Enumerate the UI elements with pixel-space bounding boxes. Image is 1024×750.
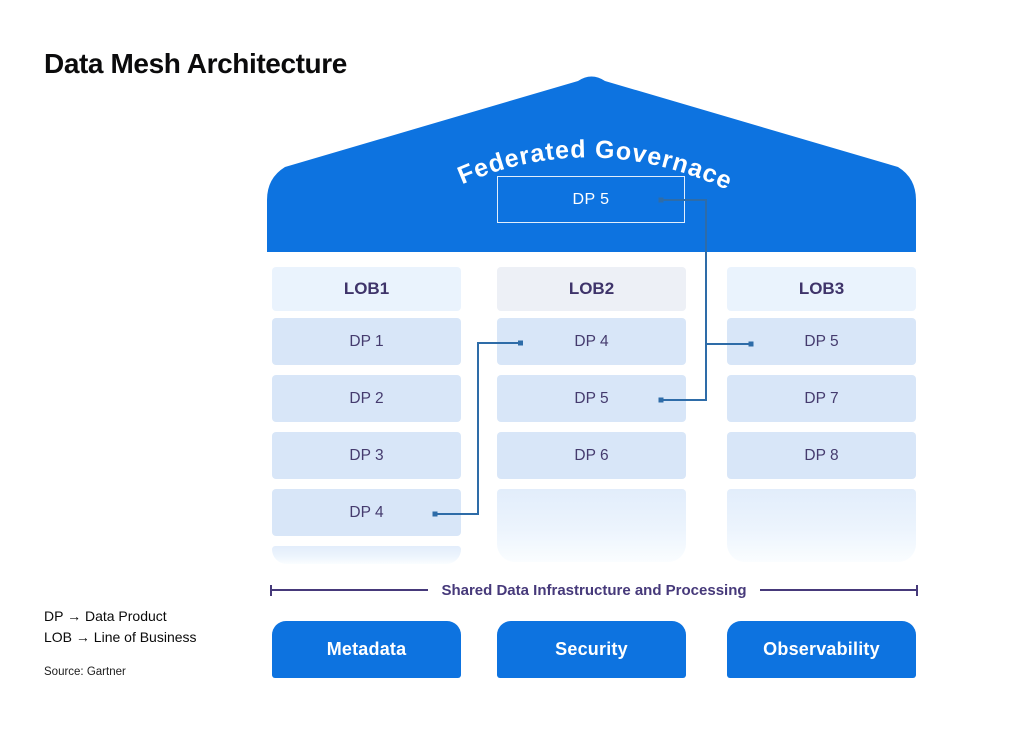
legend: DP → Data Product LOB → Line of Business — [44, 606, 197, 648]
bar-right-tick — [916, 584, 918, 596]
lob3-dp7-cell: DP 7 — [727, 375, 916, 422]
lob1-dp2-cell: DP 2 — [272, 375, 461, 422]
lob3-dp8-cell: DP 8 — [727, 432, 916, 479]
shared-infrastructure-bar: Shared Data Infrastructure and Processin… — [270, 581, 918, 599]
column-lob3: LOB3 DP 5 DP 7 DP 8 — [727, 267, 916, 562]
roof-dp5-box: DP 5 — [497, 176, 685, 223]
lob2-dp5-cell: DP 5 — [497, 375, 686, 422]
bar-right-rule — [759, 589, 916, 591]
column-lob1: LOB1 DP 1 DP 2 DP 3 DP 4 — [272, 267, 461, 564]
lob3-dp5-cell: DP 5 — [727, 318, 916, 365]
lob3-header: LOB3 — [727, 267, 916, 311]
roof-shape — [267, 76, 916, 252]
lob1-dp4-cell: DP 4 — [272, 489, 461, 536]
security-button: Security — [497, 621, 686, 678]
lob1-empty-cell — [272, 546, 461, 564]
lob2-dp4-cell: DP 4 — [497, 318, 686, 365]
roof-dp5-label: DP 5 — [572, 190, 610, 208]
page-title: Data Mesh Architecture — [44, 48, 347, 79]
lob1-dp3-cell: DP 3 — [272, 432, 461, 479]
lob2-header: LOB2 — [497, 267, 686, 311]
column-lob2: LOB2 DP 4 DP 5 DP 6 — [497, 267, 686, 562]
legend-dp-line: DP → Data Product — [44, 608, 167, 624]
shared-infrastructure-label: Shared Data Infrastructure and Processin… — [441, 581, 747, 599]
metadata-button: Metadata — [272, 621, 461, 678]
lob3-empty-cell — [727, 489, 916, 562]
lob2-dp6-cell: DP 6 — [497, 432, 686, 479]
source-attribution: Source: Gartner — [44, 666, 126, 678]
bar-left-rule — [272, 589, 429, 591]
lob2-empty-cell — [497, 489, 686, 562]
legend-lob-line: LOB → Line of Business — [44, 629, 197, 645]
bar-left-tick — [270, 584, 272, 596]
lob1-header: LOB1 — [272, 267, 461, 311]
lob1-dp1-cell: DP 1 — [272, 318, 461, 365]
observability-button: Observability — [727, 621, 916, 678]
